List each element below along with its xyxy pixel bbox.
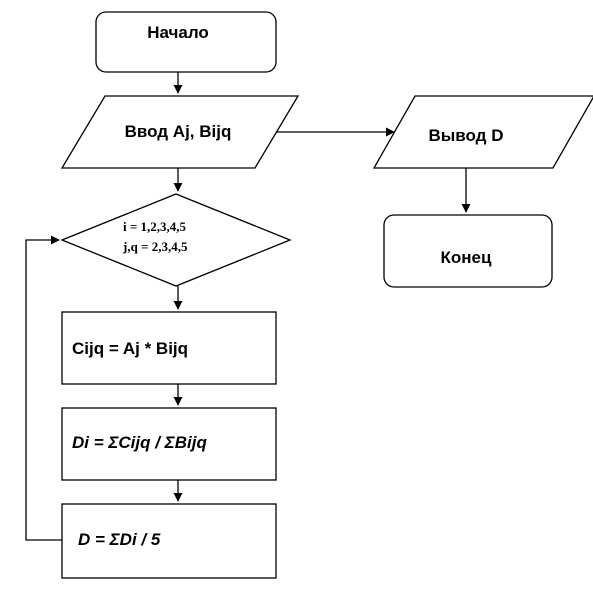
compute-di-label: Di = ΣCijq / ΣBijq [72,433,207,452]
start-node: Начало [95,11,277,73]
condition-label-line1: i = 1,2,3,4,5 [123,219,187,234]
compute-di-node: Di = ΣCijq / ΣBijq [61,407,277,481]
connector-loop-back [25,235,62,541]
end-node: Конец [383,214,553,288]
compute-d-label: D = ΣDi / 5 [78,530,161,549]
output-node: Вывод D [372,95,593,169]
condition-label-line2: j,q = 2,3,4,5 [122,239,188,254]
start-label: Начало [147,23,209,42]
output-label: Вывод D [429,126,504,145]
input-label: Ввод Aj, Bijq [125,122,232,141]
compute-c-label: Cijq = Aj * Bijq [72,339,188,358]
compute-d-node: D = ΣDi / 5 [61,503,277,579]
compute-c-node: Cijq = Aj * Bijq [61,311,277,385]
condition-node: i = 1,2,3,4,5 j,q = 2,3,4,5 [60,193,292,287]
end-label: Конец [441,248,492,267]
input-node: Ввод Aj, Bijq [60,95,300,169]
